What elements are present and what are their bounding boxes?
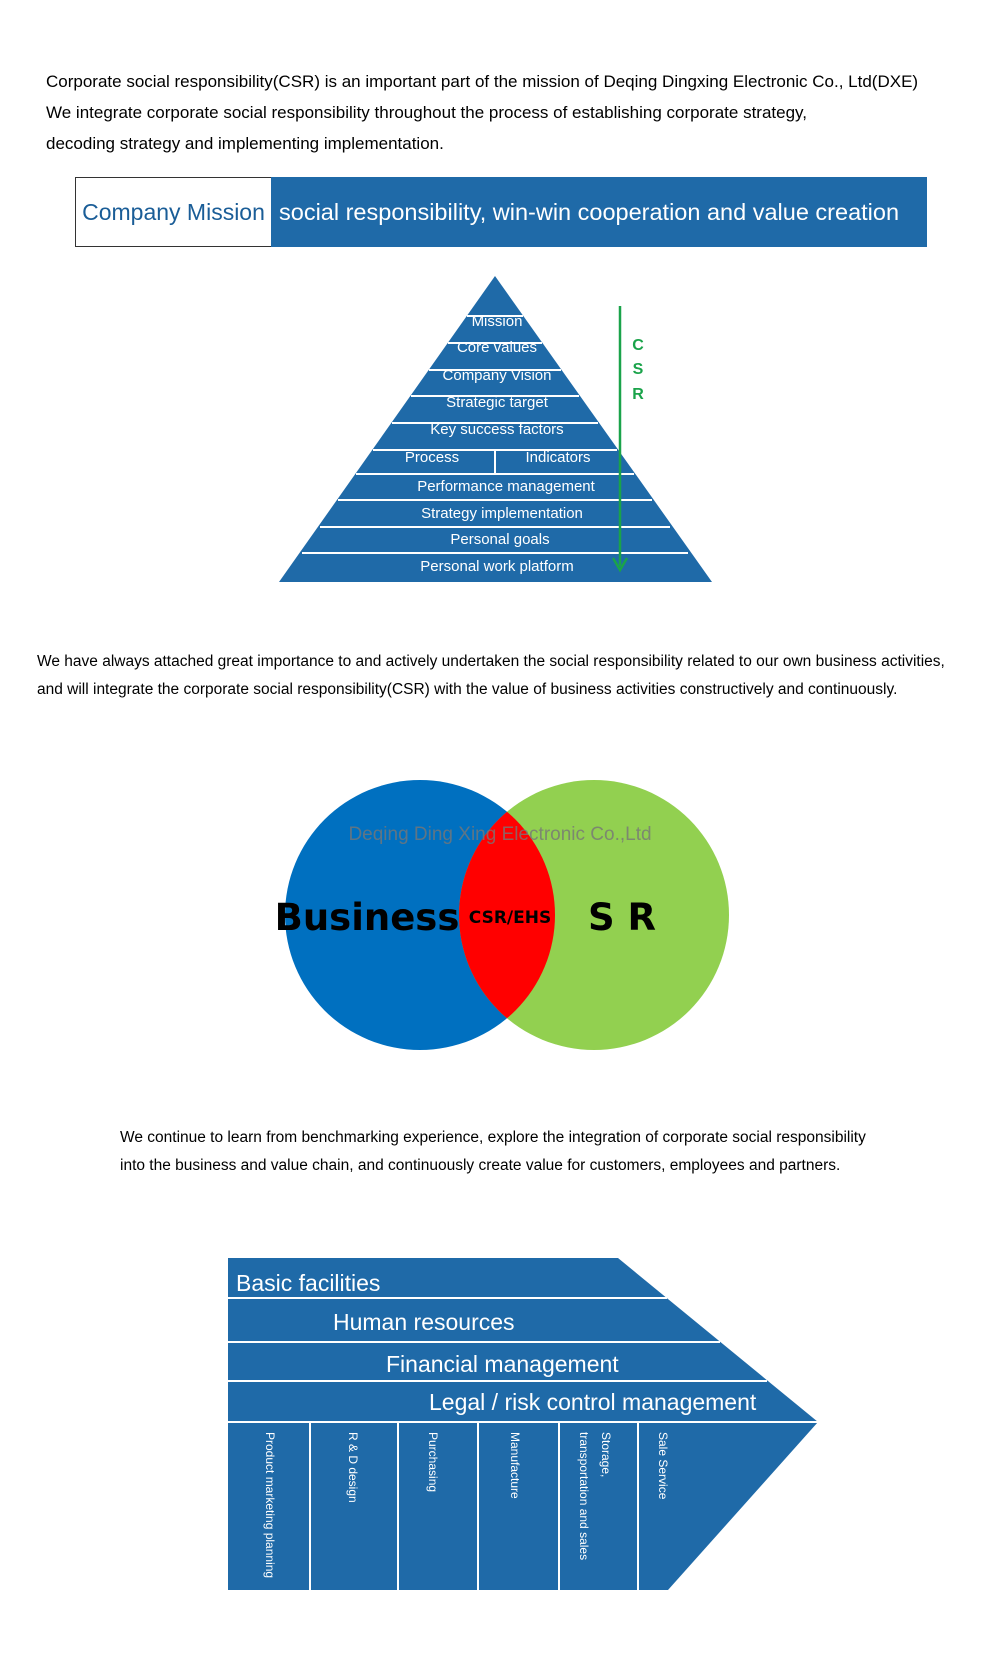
value-chain-shape (228, 1258, 818, 1590)
pyramid-level-indicators: Indicators (525, 449, 590, 466)
para2-line-1: We have always attached great importance… (37, 653, 945, 670)
pyramid-level-personal-goals: Personal goals (450, 531, 549, 548)
venn-sr-label: S R (588, 896, 656, 939)
pyramid-level-personal-work-platform: Personal work platform (420, 558, 573, 575)
pyramid-level-process: Process (405, 449, 459, 466)
venn-watermark: Deqing Ding Xing Electronic Co.,Ltd (348, 824, 651, 845)
intro-line-3: decoding strategy and implementing imple… (46, 134, 444, 153)
para3-line-2: into the business and value chain, and c… (120, 1157, 841, 1174)
mission-value: social responsibility, win-win cooperati… (271, 177, 927, 247)
csr-letter-c: C (632, 337, 644, 354)
primary-manufacture: Manufacture (508, 1432, 522, 1499)
csr-arrow-head (611, 557, 629, 573)
mission-banner: Company Mission social responsibility, w… (75, 177, 927, 247)
primary-transportation-and-sales: transportation and sales (577, 1432, 591, 1560)
pyramid-level-strategy-implementation: Strategy implementation (421, 505, 583, 522)
support-financial-management: Financial management (386, 1351, 619, 1377)
pyramid-level-performance-management: Performance management (417, 478, 595, 495)
support-legal-risk-control: Legal / risk control management (429, 1389, 757, 1415)
pyramid-level-strategic-target: Strategic target (446, 394, 549, 411)
venn-center-label: CSR/EHS (469, 908, 551, 928)
pyramid-level-key-success-factors: Key success factors (430, 421, 563, 438)
support-basic-facilities: Basic facilities (236, 1270, 380, 1296)
primary-purchasing: Purchasing (426, 1432, 440, 1492)
venn-business-label: Business (275, 896, 460, 939)
pyramid-shape (279, 276, 712, 582)
intro-line-2: We integrate corporate social responsibi… (46, 103, 808, 122)
pyramid-level-core-values: Core values (457, 339, 537, 356)
csr-venn-diagram: Deqing Ding Xing Electronic Co.,Ltd Busi… (275, 780, 729, 1050)
intro-line-1: Corporate social responsibility(CSR) is … (46, 72, 919, 91)
primary-storage: Storage, (599, 1432, 613, 1477)
primary-sale-service: Sale Service (656, 1432, 670, 1500)
strategy-pyramid: Mission Core values Company Vision Strat… (279, 276, 712, 582)
para3-line-1: We continue to learn from benchmarking e… (120, 1129, 866, 1146)
mission-label: Company Mission (75, 177, 272, 247)
primary-rd-design: R & D design (346, 1432, 360, 1503)
venn-overlap (459, 780, 555, 1050)
csr-letter-s: S (633, 361, 644, 378)
primary-product-marketing-planning: Product marketing planning (263, 1432, 277, 1578)
csr-letter-r: R (632, 386, 644, 403)
pyramid-level-company-vision: Company Vision (443, 367, 552, 384)
support-human-resources: Human resources (333, 1309, 515, 1335)
para2-line-2: and will integrate the corporate social … (37, 681, 898, 698)
pyramid-level-mission: Mission (472, 313, 523, 330)
